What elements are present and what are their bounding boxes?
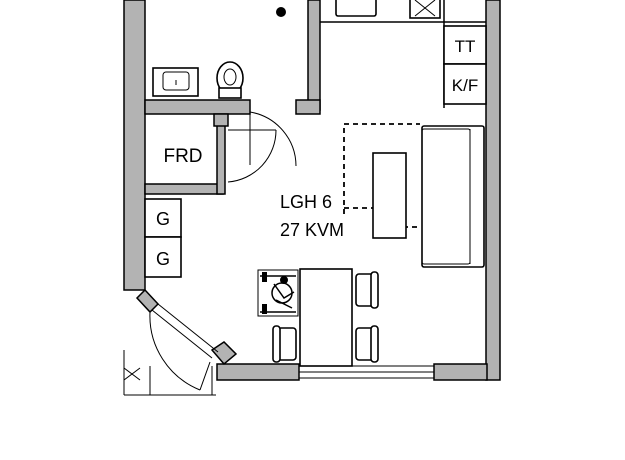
sofa — [421, 125, 485, 268]
storage-label: FRD — [163, 146, 202, 167]
storage-south-wall — [144, 183, 224, 195]
coffee-table — [372, 152, 407, 239]
fridge-freezer: K/F — [443, 63, 487, 105]
dryer: TT — [443, 25, 487, 65]
wardrobe-label: G — [156, 209, 170, 229]
storage-door — [227, 129, 277, 183]
bathroom-sink — [152, 67, 199, 97]
wardrobe-label: G — [156, 249, 170, 269]
toilet — [216, 61, 244, 99]
railing-lines — [123, 350, 216, 396]
chair — [355, 325, 379, 363]
west-exterior-wall — [123, 0, 146, 291]
kitchen-counter — [320, 0, 486, 23]
chair — [272, 325, 297, 363]
east-exterior-wall — [485, 0, 501, 381]
bathroom-east-wall — [307, 0, 321, 111]
dryer-label: TT — [455, 37, 476, 56]
apartment-label: LGH 6 — [280, 192, 332, 212]
floor-drain — [276, 7, 286, 17]
storage-east-wall — [216, 119, 226, 195]
south-wall-right — [433, 363, 488, 381]
wardrobe-1: G — [144, 198, 182, 238]
bathroom-south-wall — [144, 99, 251, 115]
bathroom-door — [249, 111, 297, 167]
dining-table — [299, 268, 353, 367]
entrance-door — [135, 288, 238, 391]
wardrobe-2: G — [144, 236, 182, 278]
storage-door-jamb — [213, 113, 229, 127]
wheelchair-icon — [257, 269, 299, 317]
bathroom-south-wall-right — [295, 99, 321, 115]
chair — [355, 271, 379, 309]
fridge-freezer-label: K/F — [452, 76, 478, 95]
south-wall-left — [216, 363, 300, 381]
area-label: 27 KVM — [280, 220, 344, 240]
